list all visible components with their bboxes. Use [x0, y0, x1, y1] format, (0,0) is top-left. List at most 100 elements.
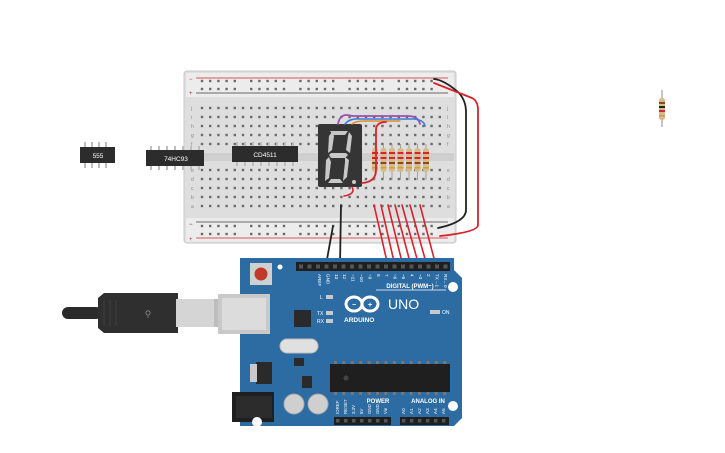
- usb-icon: ⚲: [145, 309, 152, 319]
- digital-pin-label: 4: [409, 274, 414, 277]
- seven-segment-display[interactable]: [318, 124, 362, 187]
- wire-black-rail[interactable]: [433, 78, 467, 229]
- mount-hole: [252, 417, 262, 427]
- chip-74hc93[interactable]: 74HC93: [146, 146, 204, 170]
- row-letter: j: [446, 106, 448, 112]
- digital-pin-label: ~3: [418, 274, 423, 280]
- row-letter: f: [191, 142, 193, 148]
- rail-minus-label-bottom: −: [189, 222, 193, 228]
- led-on: [430, 310, 440, 314]
- digital-pin-label: 12: [342, 274, 347, 280]
- atmega-microcontroller: [330, 364, 450, 392]
- display-digit-segments: [325, 131, 356, 184]
- chip-74hc93-label: 74HC93: [164, 156, 188, 163]
- wire-red-digital[interactable]: [387, 204, 404, 267]
- reset-button-cap[interactable]: [254, 267, 268, 281]
- usb-plug-metal: [176, 299, 214, 327]
- digital-pin-label: ~11: [351, 274, 356, 282]
- power-pin-label: RESET: [343, 399, 348, 414]
- digital-label: DIGITAL (PWM~): [386, 284, 433, 290]
- loose-resistor-body: [659, 98, 665, 120]
- led-tx: [326, 311, 333, 315]
- wire-red-digital[interactable]: [394, 204, 412, 267]
- row-letter: b: [191, 195, 194, 201]
- row-letter: h: [447, 124, 450, 130]
- row-letter: c: [447, 186, 450, 192]
- wire-blue[interactable]: [344, 118, 426, 127]
- led-rx: [326, 319, 333, 323]
- chip-cd4511-body: [232, 146, 298, 162]
- row-letter: g: [447, 133, 450, 139]
- chip-555[interactable]: 555: [80, 142, 115, 168]
- row-letter: a: [447, 204, 450, 210]
- row-letter: d: [447, 177, 450, 183]
- chip-cd4511[interactable]: CD4511: [232, 142, 298, 166]
- wire-red-digital[interactable]: [380, 204, 396, 267]
- led-tx-label: TX: [317, 311, 324, 317]
- svg-text:−: −: [352, 302, 356, 309]
- digital-pin-label: RX←0: [443, 274, 448, 288]
- led-on-label: ON: [442, 310, 450, 316]
- digital-header[interactable]: [296, 262, 450, 271]
- chip-555-body: [80, 147, 115, 163]
- row-letter: f: [447, 142, 449, 148]
- digital-pin-label: ~9: [367, 274, 372, 280]
- wire-red-digital[interactable]: [401, 204, 420, 267]
- arduino-logo: − +: [344, 295, 380, 313]
- wire-black-gnd-2[interactable]: [339, 204, 342, 266]
- led-l-label: L: [320, 295, 323, 301]
- analog-pin-label: A1: [409, 408, 414, 414]
- loose-resistor[interactable]: [659, 90, 665, 127]
- wire-red-short[interactable]: [343, 186, 354, 197]
- wires[interactable]: [325, 78, 479, 267]
- wire-red-rail[interactable]: [433, 82, 479, 237]
- capacitor: [283, 393, 305, 415]
- power-pin-label: 5V: [359, 409, 364, 414]
- row-letter: j: [190, 106, 192, 112]
- wire-orange[interactable]: [351, 120, 401, 125]
- digital-pin-label: 13: [334, 274, 339, 280]
- row-letter: e: [191, 168, 194, 174]
- wire-red-display[interactable]: [361, 121, 387, 184]
- power-pin-label: GND: [375, 404, 380, 414]
- resistor-bank[interactable]: [372, 144, 429, 180]
- digital-pin-label: 8: [376, 274, 381, 277]
- rail-plus-label-bottom: +: [189, 237, 193, 243]
- row-letter: c: [191, 186, 194, 192]
- digital-pin-label: ~5: [401, 274, 406, 280]
- wire-red-digital[interactable]: [419, 204, 437, 267]
- power-pin-label: IOREF: [335, 400, 340, 414]
- smd-chip: [302, 376, 312, 388]
- voltage-regulator: [256, 362, 272, 384]
- power-pin-label: Vin: [383, 407, 388, 414]
- analog-pin-label: A4: [433, 408, 438, 414]
- svg-text:+: +: [368, 302, 372, 309]
- analog-pin-label: A3: [425, 408, 430, 414]
- power-pin-label: 3.3V: [351, 405, 356, 414]
- digital-pin-label: TX→1: [435, 274, 440, 287]
- arduino-brand-label: ARDUINO: [344, 317, 374, 324]
- analog-label: ANALOG IN: [411, 399, 445, 405]
- row-letter: g: [191, 133, 194, 139]
- arduino-model-label: UNO: [388, 296, 419, 312]
- chip-555-label: 555: [93, 153, 104, 160]
- led-rx-label: RX: [317, 319, 325, 325]
- analog-header[interactable]: [400, 417, 449, 425]
- crystal-oscillator: [279, 338, 319, 354]
- usb-controller-chip: [294, 310, 311, 327]
- power-label: POWER: [367, 399, 390, 405]
- analog-pin-label: A5: [441, 408, 446, 414]
- analog-pin-label: A0: [401, 408, 406, 414]
- usb-cable[interactable]: ⚲: [62, 293, 218, 333]
- rail-minus-label: −: [189, 77, 193, 83]
- wire-red-digital[interactable]: [409, 204, 428, 267]
- wire-red-digital[interactable]: [373, 204, 389, 267]
- mount-hole: [448, 282, 458, 292]
- digital-pin-label: ~10: [359, 274, 364, 282]
